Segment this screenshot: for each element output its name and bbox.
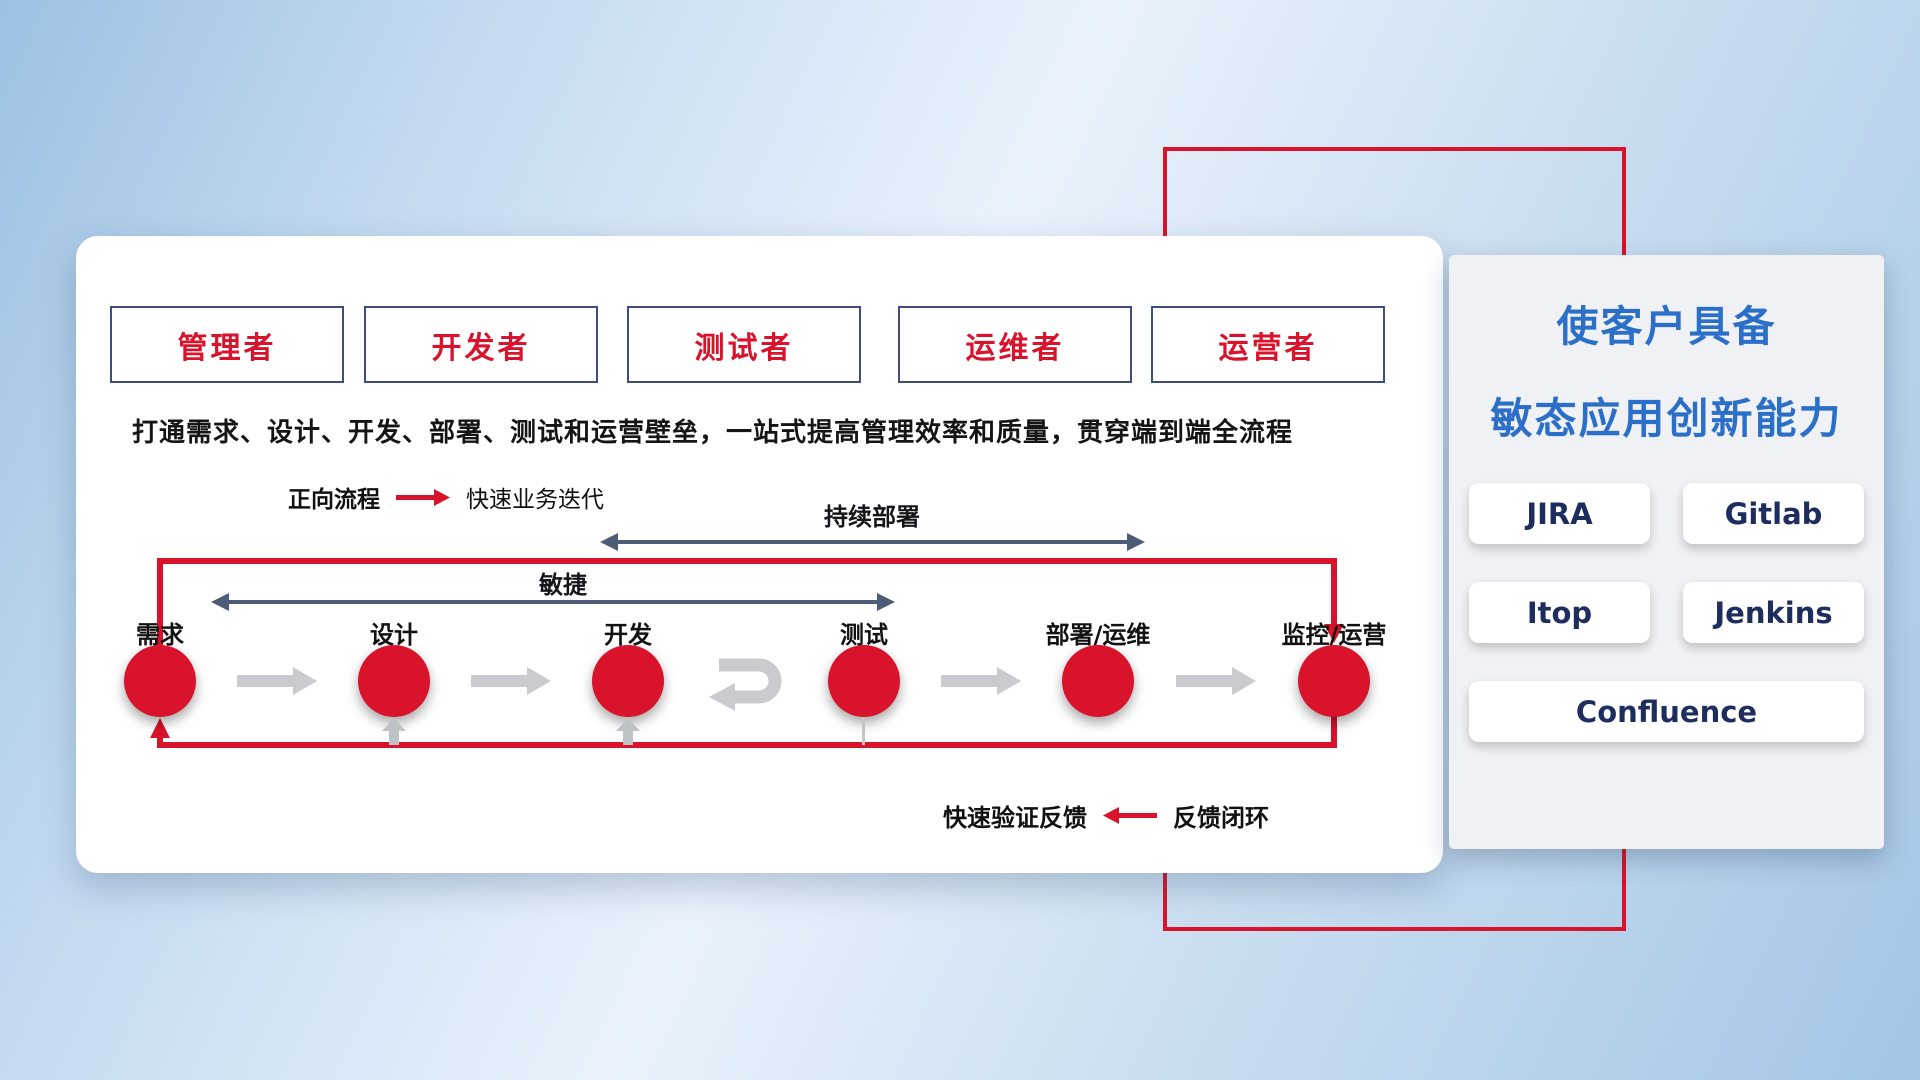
- arrow-bar: [223, 600, 883, 604]
- continuous-deploy-label: 持续部署: [824, 503, 920, 531]
- stage-node-monitor: [1298, 645, 1370, 717]
- headline-text: 打通需求、设计、开发、部署、测试和运营壁垒，一站式提高管理效率和质量，贯穿端到端…: [132, 418, 1294, 448]
- tool-badge-jenkins: Jenkins: [1683, 582, 1864, 643]
- legend-forward: 正向流程 快速业务迭代: [288, 480, 604, 514]
- stage-label-deploy-ops: 部署/运维: [1045, 621, 1151, 649]
- arrow-bar: [612, 540, 1133, 544]
- role-label: 开发者: [431, 330, 531, 366]
- iteration-loop-arrow-icon: [709, 658, 782, 711]
- feedback-loop-label: 反馈闭环: [1173, 804, 1269, 832]
- agile-label: 敏捷: [539, 571, 587, 599]
- feedback-text: 快速验证反馈: [943, 804, 1087, 832]
- tool-badge-gitlab: Gitlab: [1683, 483, 1864, 544]
- tool-label: Itop: [1526, 595, 1593, 630]
- tool-label: JIRA: [1526, 496, 1593, 531]
- arrow-head: [1232, 667, 1256, 695]
- stage-node-develop: [592, 645, 664, 717]
- stage-label-test: 测试: [840, 621, 888, 649]
- arrow-head-right: [1127, 533, 1145, 551]
- arrow-head-left: [600, 533, 618, 551]
- arrow-stem: [1176, 675, 1234, 687]
- arrow-stem: [941, 675, 999, 687]
- continuous-deploy-arrow-icon: [600, 533, 1145, 551]
- stage-label-develop: 开发: [604, 621, 652, 649]
- forward-flow-label: 正向流程: [288, 487, 380, 513]
- devops-flow-panel: 管理者 开发者 测试者 运维者 运营者 打通需求、设计、开发、部署、测试和运营壁…: [76, 236, 1443, 873]
- role-label: 运营者: [1218, 330, 1318, 366]
- tool-label: Jenkins: [1714, 595, 1833, 630]
- red-left-arrow-icon: [1103, 807, 1157, 824]
- arrow-stem: [237, 675, 295, 687]
- tool-badge-jira: JIRA: [1469, 483, 1650, 544]
- role-box-operator: 运营者: [1151, 306, 1385, 383]
- role-box-ops: 运维者: [898, 306, 1132, 383]
- arrow-head: [616, 718, 640, 731]
- capability-title-line1: 使客户具备: [1556, 302, 1777, 351]
- capability-panel: 使客户具备 敏态应用创新能力 JIRA Gitlab Itop Jenkins …: [1449, 255, 1884, 849]
- role-label: 测试者: [694, 330, 794, 366]
- feedback-up-arrow-icon: [382, 718, 406, 745]
- legend-feedback: 快速验证反馈 反馈闭环: [943, 798, 1269, 833]
- test-feedback-connector: [862, 717, 865, 745]
- tool-badge-confluence: Confluence: [1469, 681, 1864, 742]
- flow-arrow-icon: [471, 667, 551, 695]
- stage-label-design: 设计: [370, 621, 418, 649]
- role-box-tester: 测试者: [627, 306, 861, 383]
- arrow-head: [382, 718, 406, 731]
- role-box-developer: 开发者: [364, 306, 598, 383]
- capability-title-line2: 敏态应用创新能力: [1490, 394, 1843, 443]
- feedback-up-arrow-icon: [616, 718, 640, 745]
- arrow-head: [293, 667, 317, 695]
- stage-node-test: [828, 645, 900, 717]
- tool-label: Confluence: [1575, 694, 1758, 729]
- arrow-head-right: [877, 593, 895, 611]
- stage-label-monitor: 监控/运营: [1281, 621, 1387, 649]
- arrow-head: [997, 667, 1021, 695]
- flow-arrow-icon: [1176, 667, 1256, 695]
- flow-arrow-icon: [237, 667, 317, 695]
- flow-arrow-icon: [941, 667, 1021, 695]
- role-box-manager: 管理者: [110, 306, 344, 383]
- stage-node-design: [358, 645, 430, 717]
- arrow-head-left: [211, 593, 229, 611]
- red-right-arrow-icon: [396, 488, 450, 506]
- arrow-stem: [623, 730, 633, 745]
- role-label: 运维者: [965, 330, 1065, 366]
- stage-node-deploy-ops: [1062, 645, 1134, 717]
- stage-label-requirements: 需求: [136, 621, 184, 649]
- agile-arrow-icon: [211, 593, 895, 611]
- arrow-head: [527, 667, 551, 695]
- tool-badge-itop: Itop: [1469, 582, 1650, 643]
- tool-label: Gitlab: [1724, 496, 1823, 531]
- arrow-stem: [471, 675, 529, 687]
- arrow-stem: [389, 730, 399, 745]
- role-label: 管理者: [177, 330, 277, 366]
- forward-flow-text: 快速业务迭代: [466, 487, 604, 513]
- stage-node-requirements: [124, 645, 196, 717]
